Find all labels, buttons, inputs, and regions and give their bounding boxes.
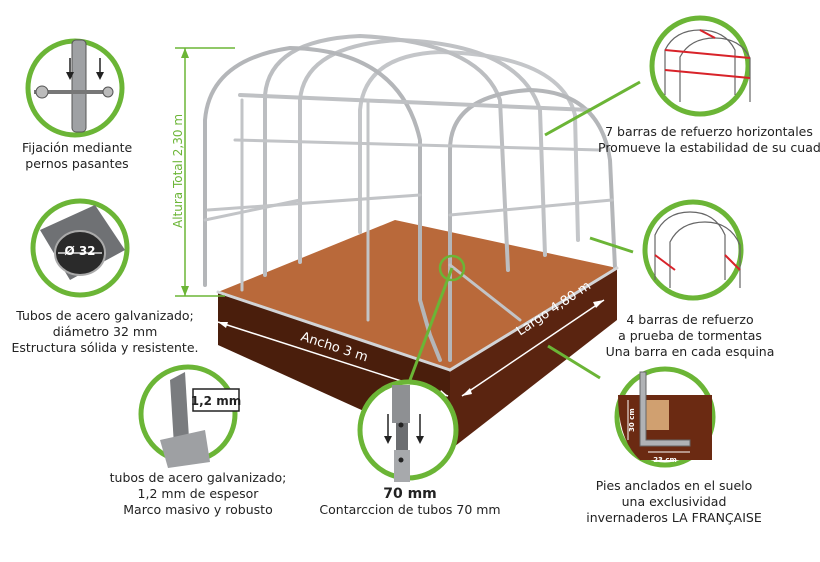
storm-bars-callout (642, 199, 744, 301)
thickness-callout: 1,2 mm (138, 364, 241, 468)
thickness-badge: 1,2 mm (191, 394, 241, 408)
frame-thumbnail-icon (664, 29, 751, 102)
tube-joint-icon (384, 385, 424, 482)
height-dimension: Altura Total 2,30 m (171, 47, 235, 297)
tube-diameter-badge: Ø 32 (64, 244, 95, 258)
height-label: Altura Total 2,30 m (171, 114, 185, 228)
connector-lines (408, 80, 641, 381)
horizontal-bars-callout (649, 15, 751, 117)
anchor-depth-label: 30 cm (628, 408, 636, 432)
tube-diameter-caption: Tubos de acero galvanizado; diámetro 32 … (11, 308, 199, 355)
tube-joint-callout (357, 379, 459, 482)
bolt-callout (25, 38, 125, 138)
connection-caption: 70 mm Contarccion de tubos 70 mm (319, 486, 501, 517)
tube-wall-icon: 1,2 mm (160, 372, 241, 468)
storm-bars-caption: 4 barras de refuerzo a prueba de torment… (605, 312, 775, 359)
anchor-caption: Pies anclados en el suelo una exclusivid… (586, 478, 762, 525)
bolt-caption: Fijación mediante pernos pasantes (22, 140, 133, 171)
tube-diameter-callout: Ø 32 (30, 198, 130, 298)
anchor-width-label: 23 cm (653, 456, 677, 464)
thickness-caption: tubos de acero galvanizado; 1,2 mm de es… (109, 470, 287, 517)
horizontal-bars-caption: 7 barras de refuerzo horizontales Promue… (598, 124, 820, 155)
anchor-callout: 30 cm 23 cm (614, 366, 716, 468)
greenhouse-frame (203, 33, 619, 372)
bolt-icon (34, 39, 114, 133)
tube-section-icon: Ø 32 (40, 205, 125, 280)
frame-thumbnail-icon (654, 211, 741, 288)
anchor-foot-icon: 30 cm 23 cm (618, 371, 712, 464)
